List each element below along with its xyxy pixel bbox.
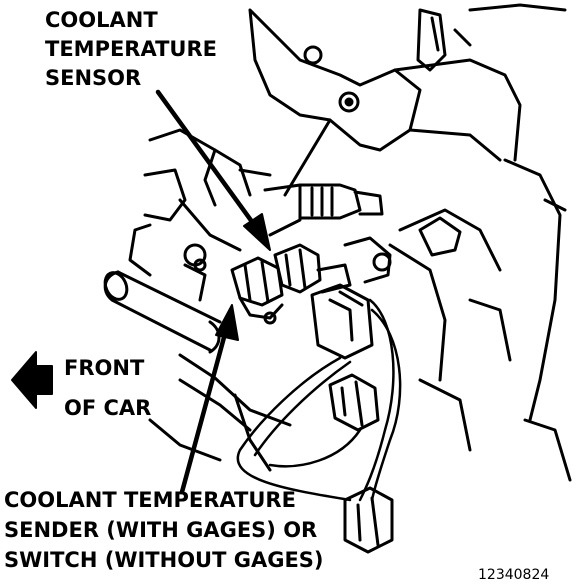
sensor-label-line-3: SENSOR: [45, 66, 142, 90]
front-of-car-label: FRONT OF CAR: [64, 358, 151, 438]
right-housing: [343, 158, 572, 482]
front-label-line-1: FRONT: [64, 356, 145, 380]
upper-bracket: [248, 3, 567, 197]
sender-leader-arrow: [179, 304, 239, 495]
sensor-label-line-2: TEMPERATURE: [45, 37, 217, 61]
sender-label-line-2: SENDER (WITH GAGES) OR: [4, 518, 318, 542]
harness-wires: [236, 298, 402, 502]
front-of-car-arrow: [11, 351, 53, 409]
engine-block-left: [128, 128, 272, 302]
sender-label-line-1: COOLANT TEMPERATURE: [4, 488, 296, 512]
coolant-sender-body: [230, 256, 284, 325]
coolant-temperature-sensor-label: COOLANT TEMPERATURE SENSOR: [45, 10, 217, 97]
figure-id: 12340824: [478, 567, 550, 583]
sensor-label-line-1: COOLANT: [45, 8, 158, 32]
heater-tube: [103, 270, 292, 472]
coolant-outlet-fitting: [263, 183, 384, 237]
sensor-leader-arrow: [155, 89, 271, 251]
front-label-line-2: OF CAR: [64, 396, 152, 420]
harness-connectors: [310, 283, 394, 554]
sender-label-line-3: SWITCH (WITHOUT GAGES): [4, 548, 324, 572]
coolant-temperature-sender-label: COOLANT TEMPERATURE SENDER (WITH GAGES) …: [4, 490, 324, 580]
